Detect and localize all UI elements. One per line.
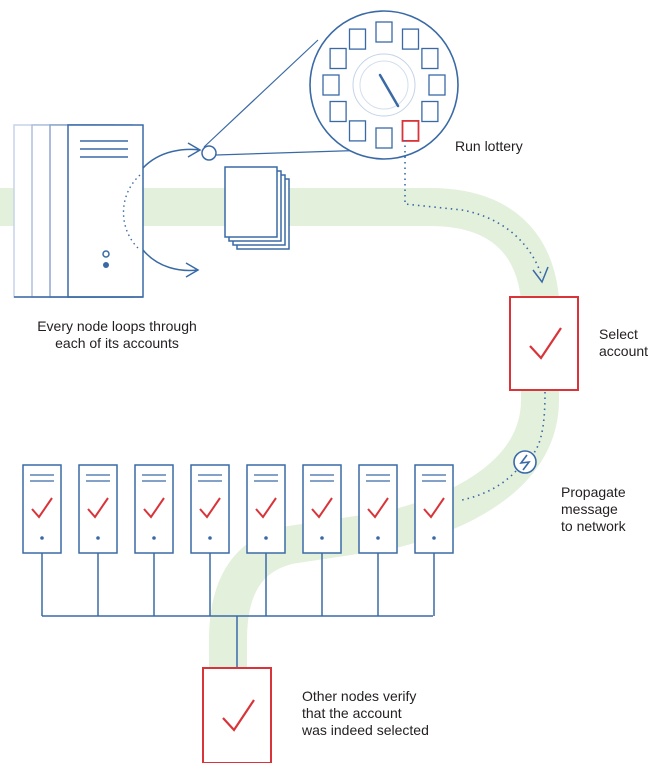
- loop-arrow-dotted: [122, 174, 141, 251]
- verify-account-card: [202, 667, 272, 764]
- loop-caption-line-1: Every node loops through: [37, 318, 197, 334]
- lottery-slot: [421, 47, 439, 70]
- network-node: [190, 464, 230, 616]
- lottery-slot: [329, 100, 347, 123]
- verify-line-2: that the account: [302, 705, 402, 721]
- network-node-checkmark-icon: [87, 497, 109, 519]
- network-node-checkmark-icon: [367, 497, 389, 519]
- run-lottery-text: Run lottery: [455, 138, 523, 154]
- network-node-led: [320, 536, 324, 540]
- network-node-checkmark-icon: [311, 497, 333, 519]
- network-node-led: [432, 536, 436, 540]
- zoom-line-top: [203, 39, 319, 148]
- verify-account-box: [202, 667, 272, 764]
- network-node: [78, 464, 118, 616]
- dotted-connector-3: [461, 470, 517, 501]
- lottery-to-select-path: [404, 140, 549, 284]
- zoom-lines: [203, 39, 373, 156]
- network-node: [134, 464, 174, 616]
- run-lottery-label: Run lottery: [455, 138, 523, 155]
- dotted-connector-1: [404, 140, 543, 278]
- network-node-checkmark-icon: [199, 497, 221, 519]
- lottery-slot-selected: [401, 120, 420, 142]
- verify-line-3: was indeed selected: [302, 722, 429, 738]
- loop-arrow-top: [142, 148, 201, 169]
- verify-line-1: Other nodes verify: [302, 688, 417, 704]
- network-node: [246, 464, 286, 616]
- document-stack-icon: [224, 166, 290, 250]
- lottery-pointer-circle: [201, 145, 217, 161]
- network-node-led: [376, 536, 380, 540]
- network-bus: [42, 615, 433, 668]
- verify-label: Other nodes verify that the account was …: [302, 688, 429, 739]
- flow-path-band: [0, 188, 560, 700]
- lottery-wheel-inner: [352, 53, 416, 117]
- network-node-checkmark-icon: [31, 497, 53, 519]
- lottery-slot: [401, 28, 420, 50]
- network-node-checkmark-icon: [143, 497, 165, 519]
- network-node-led: [152, 536, 156, 540]
- lottery-needle: [378, 73, 400, 108]
- server-icon: [13, 124, 144, 298]
- loop-caption-line-2: each of its accounts: [55, 335, 179, 351]
- lottery-slot: [375, 21, 393, 43]
- network-nodes: [22, 464, 454, 616]
- network-node: [22, 464, 62, 616]
- network-node-led: [40, 536, 44, 540]
- lottery-wheel-icon: [309, 10, 459, 160]
- propagate-line-2: message: [561, 501, 618, 517]
- flow-path: [0, 188, 560, 700]
- server-main: [67, 124, 144, 298]
- verify-checkmark-icon: [222, 699, 255, 732]
- network-node-checkmark-icon: [255, 497, 277, 519]
- network-node-led: [264, 536, 268, 540]
- network-node: [302, 464, 342, 616]
- lottery-slot: [348, 120, 367, 142]
- network-node: [358, 464, 398, 616]
- selected-account-box: [509, 296, 579, 391]
- lottery-wheel-inner-2: [359, 60, 409, 110]
- checkmark-icon: [529, 327, 562, 360]
- lottery-slot: [375, 127, 393, 149]
- loop-arrowhead-bottom: [185, 262, 200, 278]
- select-account-line-1: Select: [599, 326, 638, 342]
- loop-arrow-bottom: [142, 249, 199, 272]
- network-node-led: [96, 536, 100, 540]
- lottery-slot: [421, 100, 439, 123]
- propagate-label: Propagate message to network: [561, 484, 626, 535]
- lottery-slot: [348, 28, 367, 50]
- dotted-connector-1-arrowhead: [532, 266, 549, 284]
- loop-caption: Every node loops through each of its acc…: [14, 318, 220, 352]
- server-led-ring: [102, 250, 110, 258]
- select-account-label: Select account: [599, 326, 648, 360]
- lottery-wheel-rim: [309, 10, 459, 160]
- lottery-slot: [322, 74, 340, 96]
- loop-arrows: [122, 142, 217, 278]
- selected-account-card: [509, 296, 579, 391]
- lottery-slot: [428, 74, 446, 96]
- lottery-slot: [329, 47, 347, 70]
- lightning-icon: [519, 454, 531, 471]
- document-front: [224, 166, 278, 238]
- server-led-dot: [103, 262, 109, 268]
- zoom-line-bottom: [215, 149, 373, 156]
- select-account-line-2: account: [599, 343, 649, 359]
- network-node-checkmark-icon: [423, 497, 445, 519]
- select-to-network-path: [461, 391, 546, 501]
- loop-arrowhead-top: [187, 142, 202, 158]
- propagate-line-1: Propagate: [561, 484, 626, 500]
- network-node: [414, 464, 454, 616]
- propagate-line-3: to network: [561, 518, 626, 534]
- network-node-led: [208, 536, 212, 540]
